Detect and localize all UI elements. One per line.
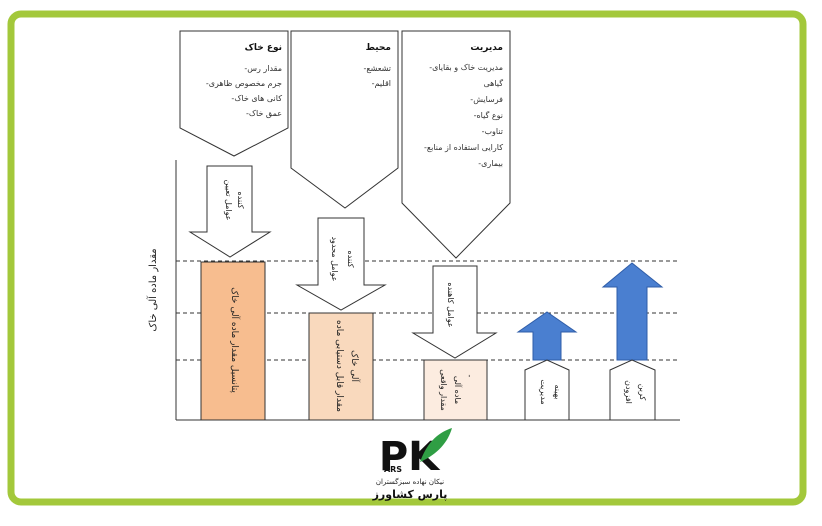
top-box-item: -تشعشع [363, 64, 391, 73]
level-box-actual: مقدار واقعی ماده آلی - [423, 359, 488, 421]
level-box-shape [423, 359, 488, 421]
level-box-label: آلی خاک [349, 350, 361, 382]
top-box-soil-shape [179, 30, 289, 157]
factor-arrow-label: کننده [346, 250, 355, 267]
top-box-item: -فرسایش [470, 95, 503, 104]
y-axis-label: مقدار ماده آلی خاک [146, 248, 159, 331]
factor-arrow-limiting: عوامل محدود کننده [295, 217, 387, 311]
up-arrow-base [609, 359, 656, 421]
level-box-shape [200, 261, 266, 421]
level-box-attainable: مقدار قابل دستیابی ماده آلی خاک [308, 312, 374, 421]
factor-arrow-reducing: عوامل کاهنده [411, 265, 498, 359]
level-box-label: مقدار قابل دستیابی ماده [334, 320, 344, 412]
up-arrow-label: کربن [638, 384, 647, 401]
top-box-environment: محیط -تشعشع -اقلیم [290, 30, 399, 209]
down-arrow-shape [295, 217, 387, 311]
level-box-label: پتانسیل مقدار ماده آلی خاک [229, 287, 241, 393]
logo-tagline: نیکان نهاده سبزگستران [376, 477, 444, 486]
up-arrow-label: بهینه [553, 384, 562, 399]
level-box-label: - [465, 375, 474, 378]
down-arrow-shape [411, 265, 498, 359]
top-box-management: مدیریت -مدیریت خاک و بقایای گیاهی -فرسای… [401, 30, 511, 259]
top-box-item: -مقدار رس [244, 64, 282, 73]
level-box-potential: پتانسیل مقدار ماده آلی خاک [200, 261, 266, 421]
leaf-icon [420, 428, 452, 462]
level-box-label: ماده آلی [453, 376, 463, 404]
top-box-item: -بیماری [478, 159, 503, 168]
factor-arrow-determining: عوامل تعیین کننده [188, 165, 272, 258]
top-box-item: -تناوب [482, 127, 503, 136]
up-arrow-label: افزودن [624, 380, 633, 404]
top-box-item: -کانی های خاک [231, 94, 282, 103]
top-box-item: -عمق خاک [246, 109, 282, 118]
top-box-management-shape [401, 30, 511, 259]
top-box-item: -نوع گیاه [474, 110, 503, 120]
level-box-label: مقدار واقعی [439, 369, 448, 411]
logo-mark-letters: PK [379, 434, 441, 480]
factor-arrow-label: عوامل کاهنده [446, 282, 455, 327]
brand-logo: PK ARS نیکان نهاده سبزگستران پارس کشاورز [372, 428, 452, 501]
up-arrow-base [524, 359, 570, 421]
top-box-soil-type: نوع خاک -مقدار رس -جرم مخصوص ظاهری -کانی… [179, 30, 289, 157]
up-arrow-shape [601, 262, 664, 361]
up-arrow-label: مدیریت [539, 379, 548, 404]
up-arrow-adding-carbon: افزودن کربن [601, 262, 664, 421]
logo-brand: پارس کشاورز [372, 488, 448, 501]
level-box-shape [308, 312, 374, 421]
up-arrow-shape [516, 311, 578, 361]
up-arrow-optimal-management: مدیریت بهینه [516, 311, 578, 421]
factor-arrow-label: عوامل محدود [330, 236, 339, 281]
top-box-item: -جرم مخصوص ظاهری [206, 79, 282, 88]
logo-mark-small: ARS [384, 465, 402, 474]
down-arrow-shape [188, 165, 272, 258]
top-box-title: محیط [366, 43, 391, 53]
factor-arrow-label: کننده [236, 191, 245, 208]
top-box-item: -اقلیم [372, 79, 391, 88]
top-box-title: مدیریت [470, 43, 503, 53]
top-box-item: -کارایی استفاده از منابع [424, 143, 503, 152]
top-box-environment-shape [290, 30, 399, 209]
factor-arrow-label: عوامل تعیین [224, 179, 233, 220]
top-box-item: -مدیریت خاک و بقایای [429, 63, 503, 72]
top-box-item: گیاهی [483, 78, 503, 88]
top-box-title: نوع خاک [245, 43, 282, 53]
